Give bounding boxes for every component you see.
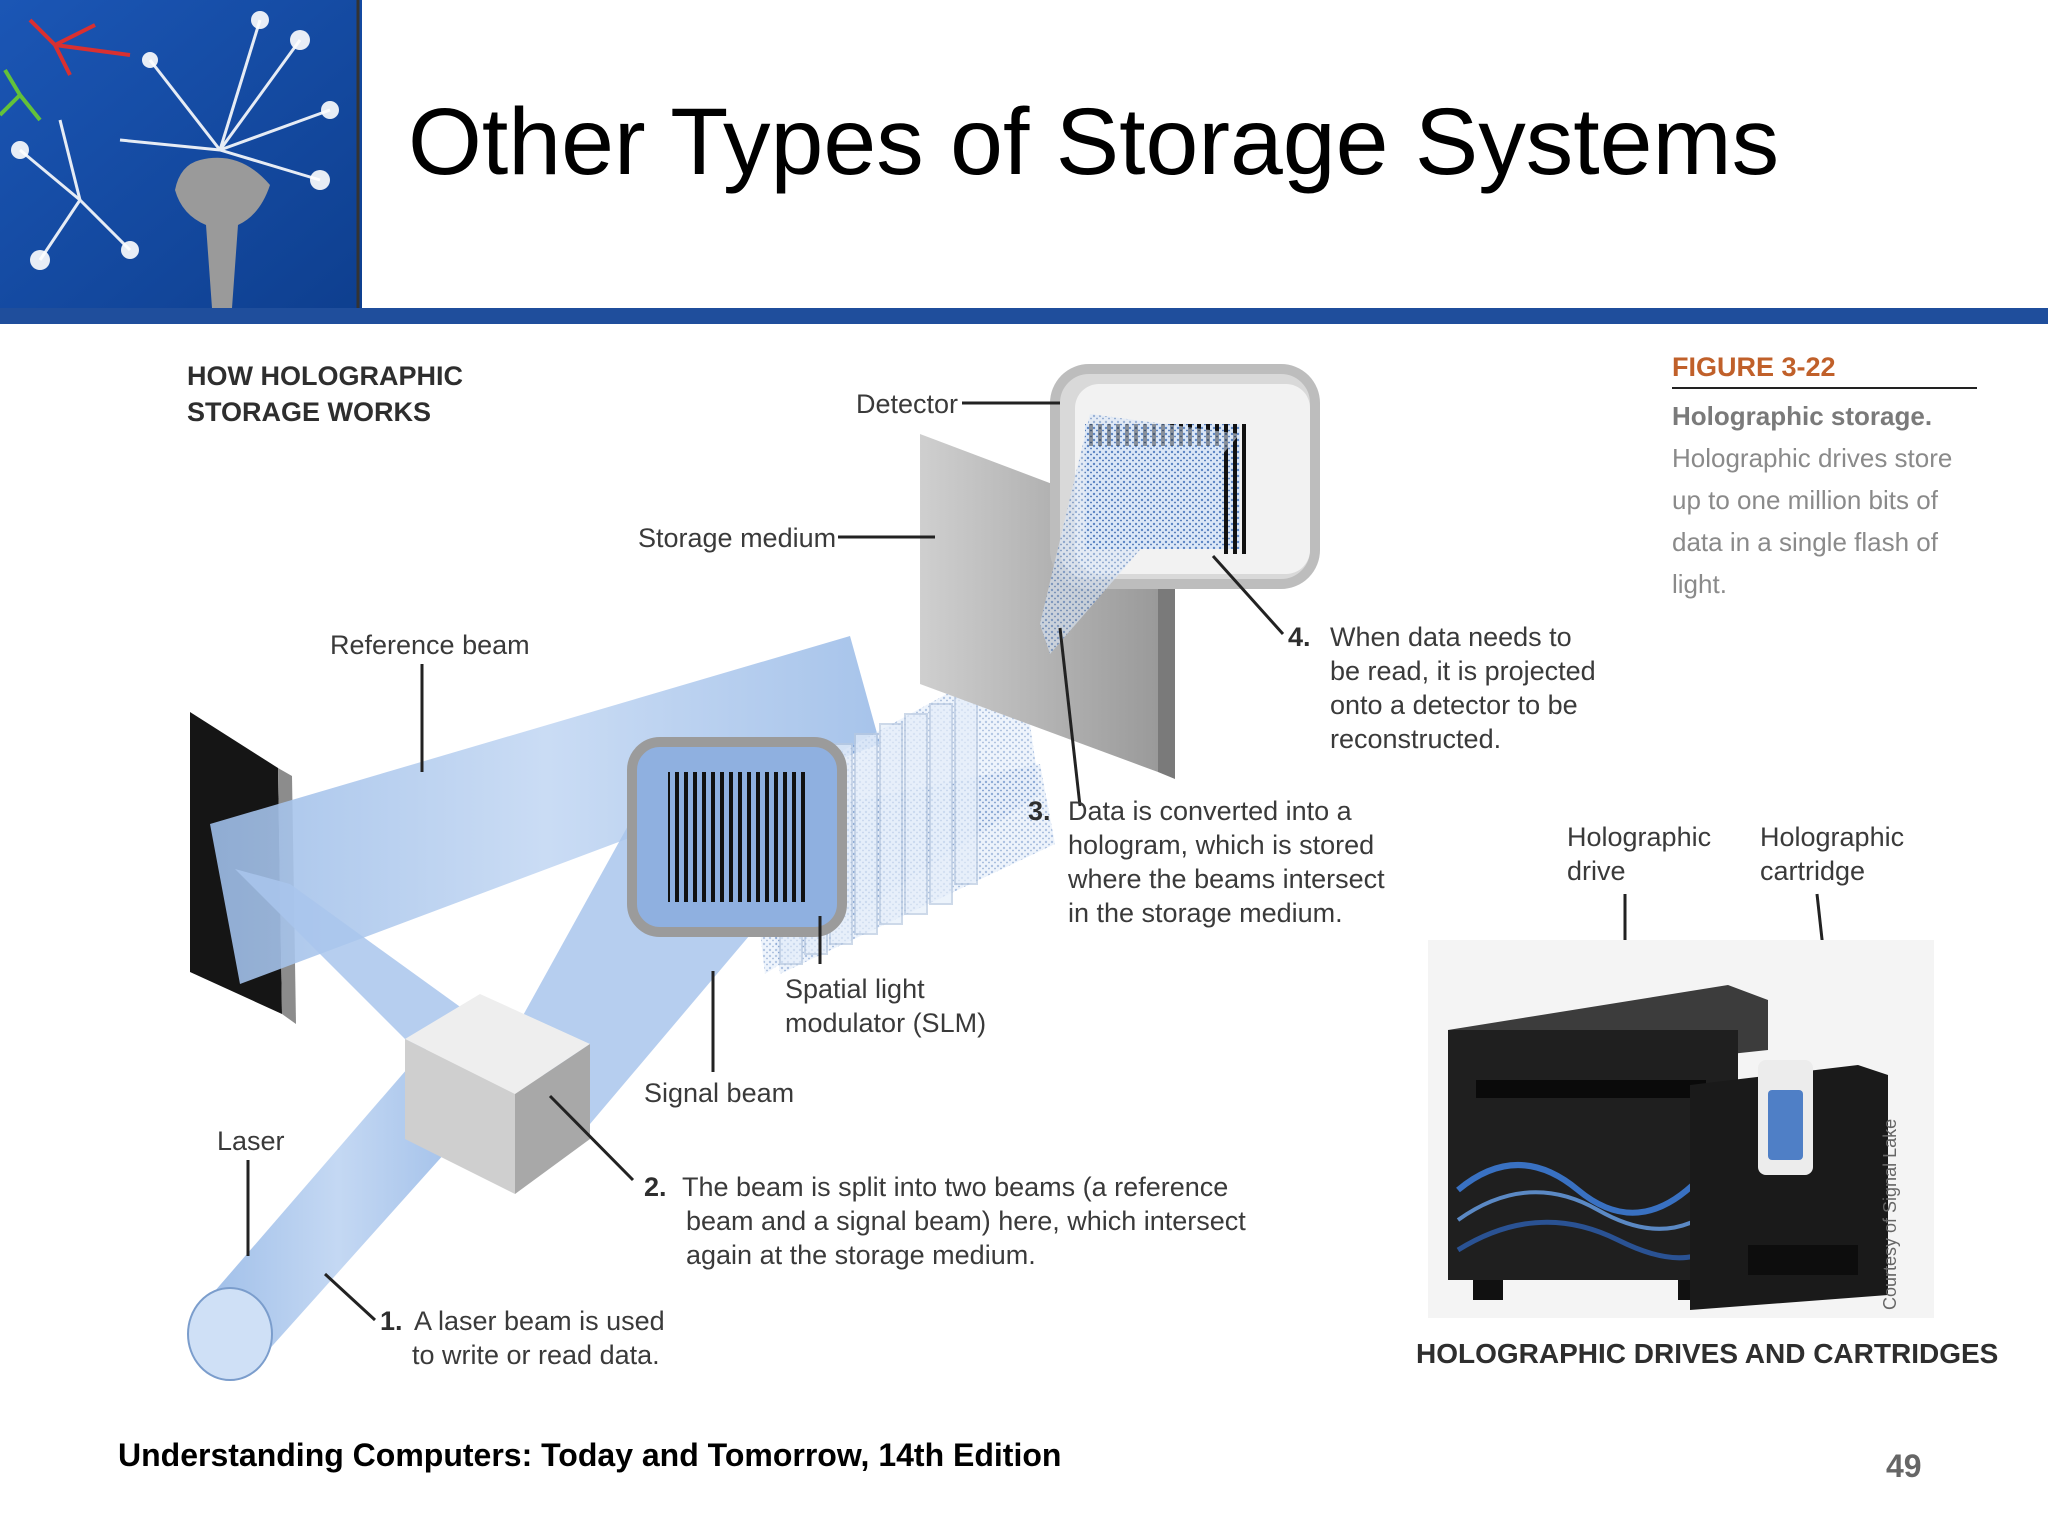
step-2-line-3: again at the storage medium. bbox=[686, 1240, 1036, 1270]
step-4-line-4: reconstructed. bbox=[1330, 724, 1501, 754]
step-2-number: 2. bbox=[644, 1172, 667, 1202]
slm-label-2: modulator (SLM) bbox=[785, 1008, 986, 1038]
step-4-line-3: onto a detector to be bbox=[1330, 690, 1578, 720]
figure-caption-box: FIGURE 3-22 Holographic storage. Hologra… bbox=[1672, 352, 1977, 605]
holographic-storage-diagram: HOW HOLOGRAPHIC STORAGE WORKS Detector S… bbox=[0, 324, 2048, 1404]
step-4: 4. When data needs to be read, it is pro… bbox=[1288, 622, 1596, 754]
slm-label-1: Spatial light bbox=[785, 974, 925, 1004]
step-3: 3. Data is converted into a hologram, wh… bbox=[1028, 796, 1385, 928]
step-3-line-1: Data is converted into a bbox=[1068, 796, 1353, 826]
step-1-line-2: to write or read data. bbox=[412, 1340, 660, 1370]
step-1-line-1: A laser beam is used bbox=[414, 1306, 665, 1336]
step-2-line-2: beam and a signal beam) here, which inte… bbox=[686, 1206, 1246, 1236]
diagram-heading-2: STORAGE WORKS bbox=[187, 397, 431, 427]
drive-label-2: drive bbox=[1567, 856, 1626, 886]
figure-number: FIGURE 3-22 bbox=[1672, 352, 1977, 389]
storage-medium-label: Storage medium bbox=[638, 523, 836, 553]
photo-credit: Courtesy of Signal Lake bbox=[1880, 1118, 1900, 1310]
cartridge-label-1: Holographic bbox=[1760, 822, 1904, 852]
step-4-line-1: When data needs to bbox=[1330, 622, 1572, 652]
cartridge-label-2: cartridge bbox=[1760, 856, 1865, 886]
step-1-number: 1. bbox=[380, 1306, 403, 1336]
step-3-line-3: where the beams intersect bbox=[1067, 864, 1385, 894]
drive-label-1: Holographic bbox=[1567, 822, 1711, 852]
step-1: 1. A laser beam is used to write or read… bbox=[380, 1306, 665, 1370]
reference-beam bbox=[210, 636, 880, 984]
holographic-drive-photo bbox=[1428, 940, 1934, 1318]
step-3-number: 3. bbox=[1028, 796, 1051, 826]
dandelion-logo bbox=[0, 0, 362, 308]
figure-caption-text: Holographic drives store up to one milli… bbox=[1672, 443, 1953, 599]
diagram-heading-1: HOW HOLOGRAPHIC bbox=[187, 361, 463, 391]
beam-splitter bbox=[405, 994, 590, 1094]
page-number: 49 bbox=[1886, 1448, 1922, 1484]
reference-beam-label: Reference beam bbox=[330, 630, 530, 660]
detector-label: Detector bbox=[856, 389, 958, 419]
step-2-line-1: The beam is split into two beams (a refe… bbox=[682, 1172, 1228, 1202]
signal-beam-label: Signal beam bbox=[644, 1078, 794, 1108]
step-3-line-2: hologram, which is stored bbox=[1068, 830, 1374, 860]
slide-title: Other Types of Storage Systems bbox=[408, 89, 1780, 195]
step-4-line-2: be read, it is projected bbox=[1330, 656, 1596, 686]
step-4-number: 4. bbox=[1288, 622, 1311, 652]
laser-label: Laser bbox=[217, 1126, 285, 1156]
footer-text: Understanding Computers: Today and Tomor… bbox=[118, 1437, 1062, 1473]
photo-caption: HOLOGRAPHIC DRIVES AND CARTRIDGES bbox=[1416, 1338, 1999, 1369]
figure-caption: Holographic storage. Holographic drives … bbox=[1672, 395, 1977, 605]
laser-source bbox=[187, 1287, 273, 1381]
step-2: 2. The beam is split into two beams (a r… bbox=[644, 1172, 1246, 1270]
header-bar bbox=[0, 308, 2048, 324]
step-3-line-4: in the storage medium. bbox=[1068, 898, 1343, 928]
figure-caption-bold: Holographic storage. bbox=[1672, 401, 1933, 431]
